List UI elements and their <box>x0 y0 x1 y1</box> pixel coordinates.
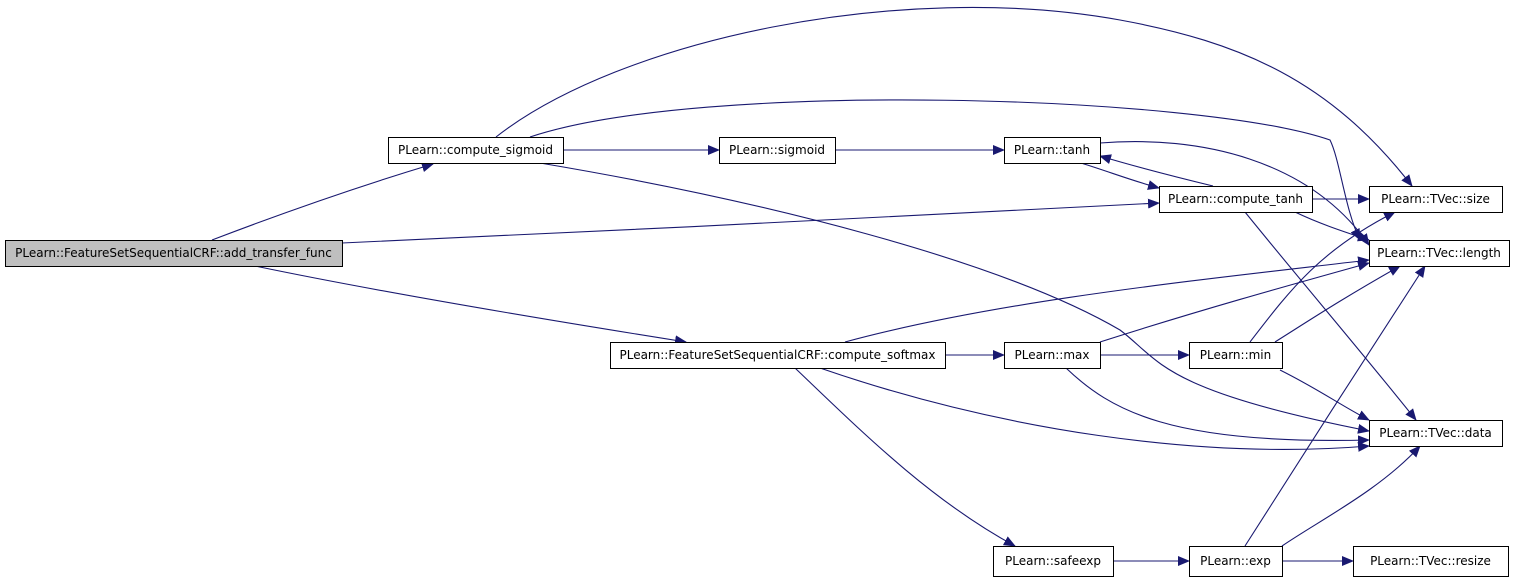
node-box[interactable] <box>719 137 836 164</box>
node-min[interactable]: PLearn::min <box>1189 342 1283 369</box>
edge-add_transfer_func-to-compute_softmax <box>254 265 687 346</box>
node-label: PLearn::compute_sigmoid <box>398 143 553 157</box>
node-box[interactable] <box>1369 240 1510 267</box>
node-compute-softmax[interactable]: PLearn::FeatureSetSequentialCRF::compute… <box>610 342 946 369</box>
node-label: PLearn::TVec::length <box>1377 246 1501 260</box>
nodes-layer: PLearn::FeatureSetSequentialCRF::add_tra… <box>5 137 1510 577</box>
edge-compute_sigmoid-to-length <box>529 99 1361 241</box>
edge-exp-to-length <box>1244 265 1426 547</box>
node-box[interactable] <box>1369 186 1503 213</box>
edge-min-to-length <box>1274 265 1401 343</box>
edge-max-to-data <box>1065 367 1370 446</box>
node-box[interactable] <box>1353 546 1509 577</box>
node-compute-sigmoid[interactable]: PLearn::compute_sigmoid <box>388 137 564 164</box>
node-label: PLearn::tanh <box>1014 143 1090 157</box>
edge-add_transfer_func-to-compute_sigmoid <box>211 162 434 241</box>
node-label: PLearn::TVec::data <box>1379 426 1492 440</box>
node-box[interactable] <box>1189 342 1283 369</box>
node-box[interactable] <box>993 546 1114 577</box>
edge-compute_tanh-to-tanh <box>1099 154 1214 187</box>
edge-max-to-length <box>1099 261 1370 343</box>
edge-min-to-data <box>1279 369 1370 421</box>
node-label: PLearn::exp <box>1200 554 1271 568</box>
node-label: PLearn::safeexp <box>1005 554 1101 568</box>
node-add-transfer-func[interactable]: PLearn::FeatureSetSequentialCRF::add_tra… <box>5 240 343 267</box>
node-label: PLearn::min <box>1200 348 1272 362</box>
node-compute-tanh[interactable]: PLearn::compute_tanh <box>1159 186 1313 213</box>
node-box[interactable] <box>1004 137 1101 164</box>
edge-compute_softmax-to-data <box>819 367 1370 452</box>
edge-exp-to-data <box>1281 445 1421 547</box>
edge-compute_tanh-to-length <box>1294 211 1370 242</box>
node-label: PLearn::TVec::resize <box>1370 554 1491 568</box>
node-label: PLearn::compute_tanh <box>1168 192 1303 206</box>
node-box[interactable] <box>1369 420 1503 447</box>
node-box[interactable] <box>388 137 564 164</box>
node-max[interactable]: PLearn::max <box>1004 342 1101 369</box>
node-label: PLearn::FeatureSetSequentialCRF::add_tra… <box>15 246 332 260</box>
node-label: PLearn::FeatureSetSequentialCRF::compute… <box>619 348 935 362</box>
node-box[interactable] <box>5 240 343 267</box>
edge-tanh-to-compute_tanh <box>1080 162 1160 190</box>
node-data[interactable]: PLearn::TVec::data <box>1369 420 1503 447</box>
node-resize[interactable]: PLearn::TVec::resize <box>1353 546 1509 577</box>
edge-compute_tanh-to-data <box>1244 211 1417 421</box>
node-box[interactable] <box>1159 186 1313 213</box>
edge-compute_softmax-to-safeexp <box>794 367 1016 547</box>
node-length[interactable]: PLearn::TVec::length <box>1369 240 1510 267</box>
node-safeexp[interactable]: PLearn::safeexp <box>993 546 1114 577</box>
edge-compute_sigmoid-to-data <box>539 162 1370 434</box>
edge-tanh-to-length <box>1099 141 1370 246</box>
node-label: PLearn::sigmoid <box>729 143 825 157</box>
edge-min-to-size <box>1249 211 1396 343</box>
node-tanh[interactable]: PLearn::tanh <box>1004 137 1101 164</box>
node-label: PLearn::TVec::size <box>1381 192 1490 206</box>
edges-layer <box>211 6 1426 566</box>
node-box[interactable] <box>610 342 946 369</box>
edge-add_transfer_func-to-compute_tanh <box>341 198 1160 244</box>
node-size[interactable]: PLearn::TVec::size <box>1369 186 1503 213</box>
edge-compute_sigmoid-to-size <box>495 6 1413 187</box>
node-sigmoid[interactable]: PLearn::sigmoid <box>719 137 836 164</box>
node-exp[interactable]: PLearn::exp <box>1189 546 1283 577</box>
node-box[interactable] <box>1189 546 1283 577</box>
edge-compute_softmax-to-length <box>844 256 1370 343</box>
node-label: PLearn::max <box>1014 348 1089 362</box>
node-box[interactable] <box>1004 342 1101 369</box>
